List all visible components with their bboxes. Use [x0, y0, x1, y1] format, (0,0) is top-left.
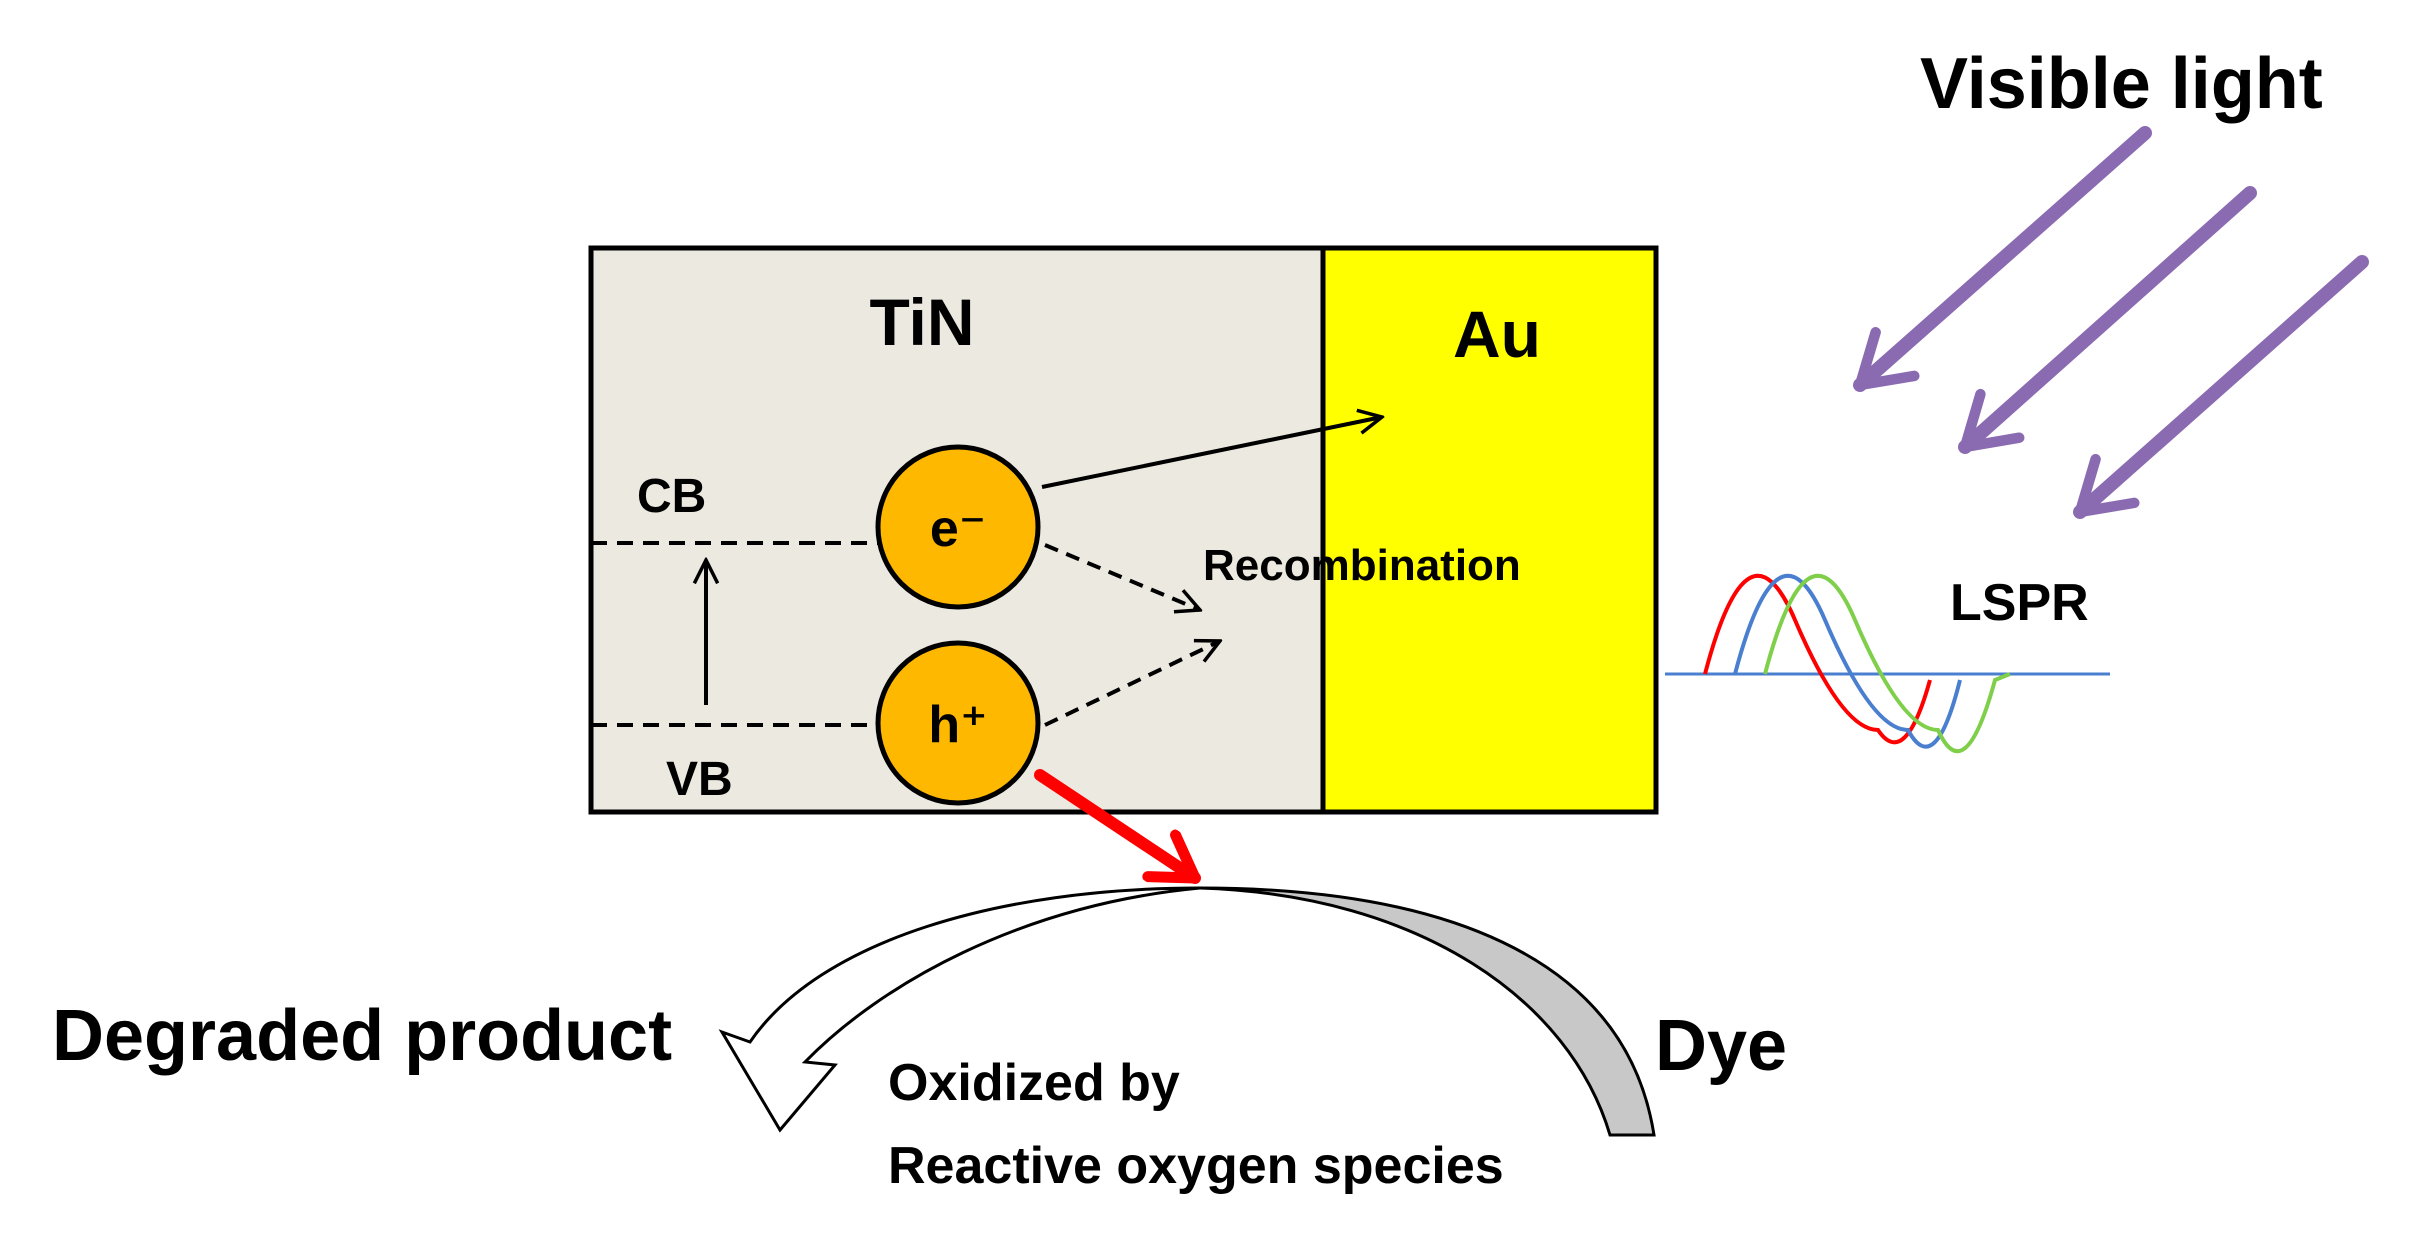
electron-label: e⁻: [930, 500, 986, 558]
hole-label: h⁺: [928, 696, 987, 754]
vb-label: VB: [666, 753, 733, 806]
visible-light-label: Visible light: [1920, 44, 2323, 124]
recombination-label: Recombination: [1203, 541, 1521, 590]
dye-to-product-arrow-shaded: [1199, 886, 1656, 1137]
visible-light-arrows: [1853, 126, 2369, 519]
cb-label: CB: [637, 470, 706, 523]
degraded-product-label: Degraded product: [52, 996, 672, 1076]
hole-circle: [875, 640, 1041, 806]
tin-label: TiN: [869, 285, 974, 359]
dye-to-product-arrow: [718, 886, 1201, 1133]
light-arrow: [1853, 126, 2152, 392]
au-block: [1320, 245, 1659, 815]
oxidized-by-label: Oxidized by: [888, 1054, 1180, 1112]
wave-green: [1763, 574, 2011, 754]
recombination-arrow-hole: [1044, 641, 1220, 727]
light-arrow: [2073, 255, 2369, 519]
au-label: Au: [1453, 297, 1541, 371]
wave-red: [1703, 574, 1932, 745]
dye-label: Dye: [1655, 1006, 1787, 1086]
reactive-oxygen-label: Reactive oxygen species: [888, 1137, 1504, 1195]
oxidation-arrow: [1034, 769, 1201, 884]
electron-circle: [875, 444, 1041, 610]
light-arrow: [1958, 186, 2257, 454]
recombination-arrow-electron: [1044, 543, 1200, 610]
lspr-label: LSPR: [1950, 574, 2089, 632]
wave-blue: [1733, 574, 1962, 749]
lspr-waves: [1665, 574, 2110, 754]
electron-transfer-arrow: [1041, 417, 1382, 489]
